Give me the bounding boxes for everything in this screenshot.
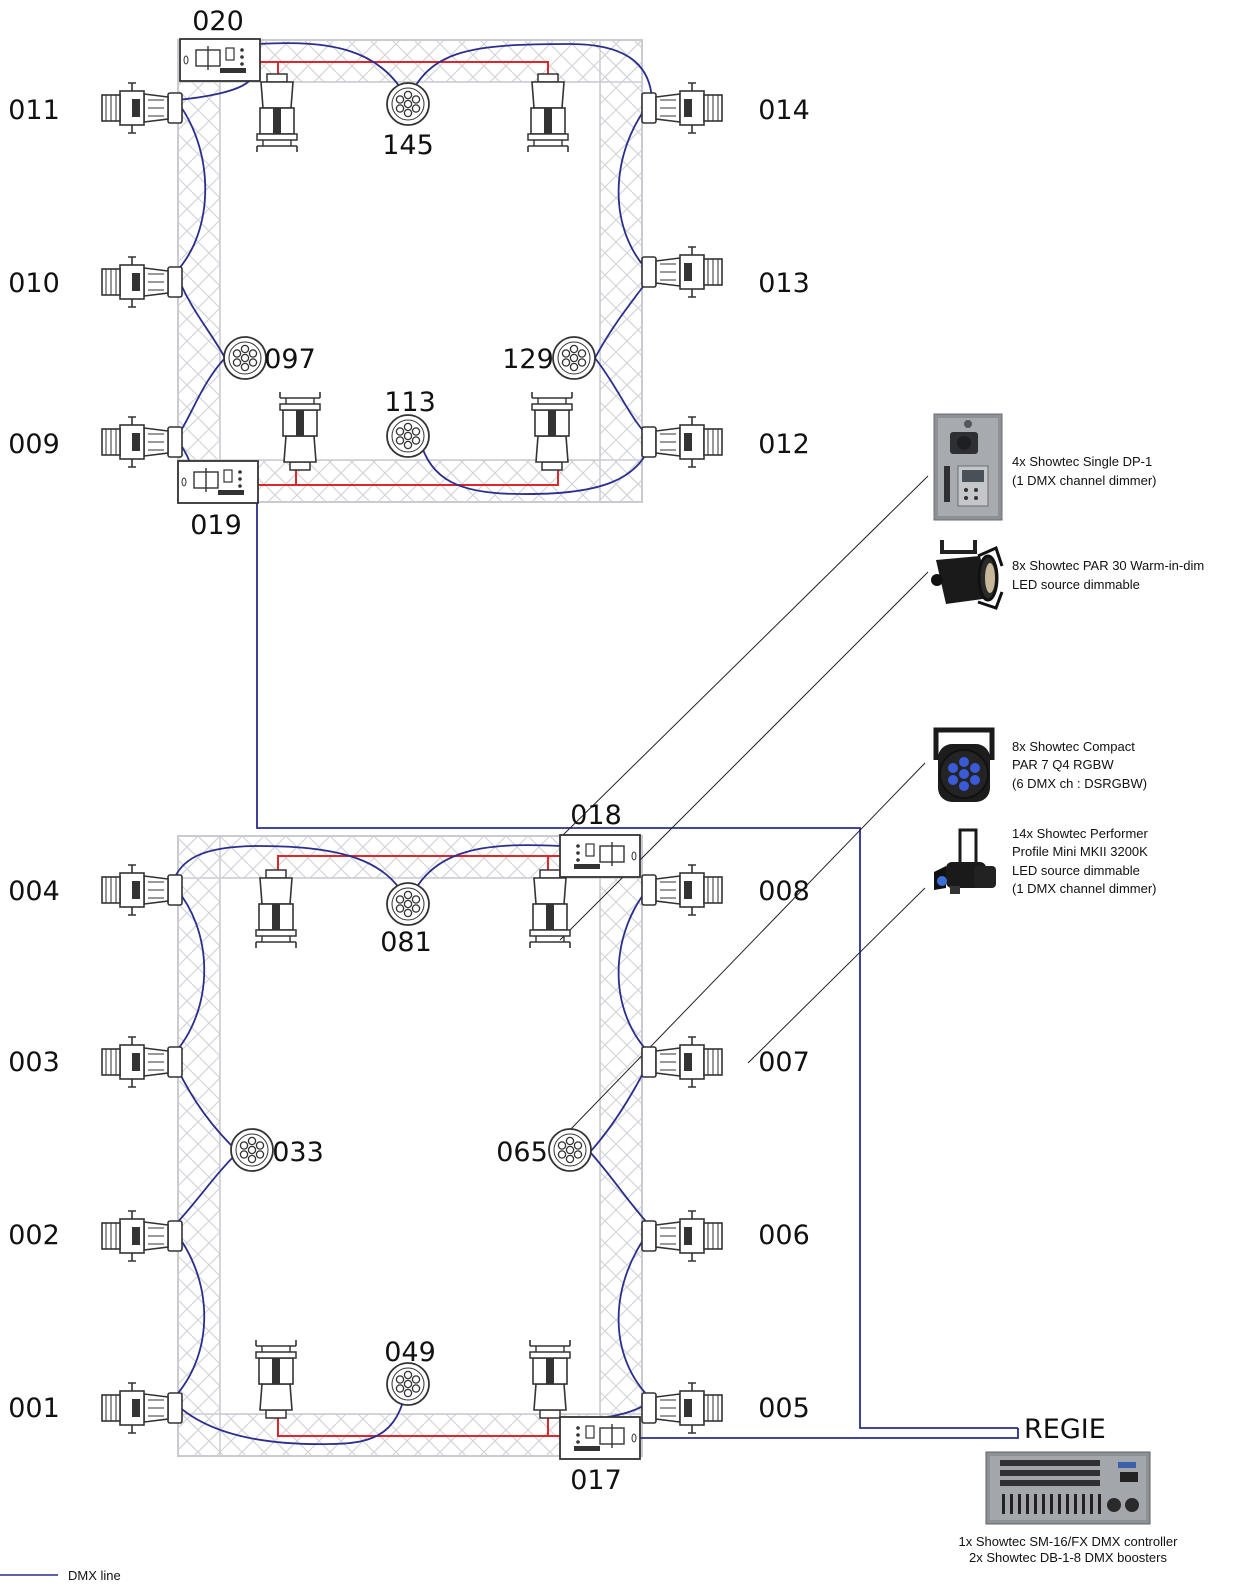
- fixture-009: [101, 416, 183, 468]
- legend-dimmer: 4x Showtec Single DP-1 (1 DMX channel di…: [1012, 454, 1157, 488]
- fixture-014: [641, 82, 723, 134]
- label-010: 010: [8, 268, 60, 299]
- par-bottom-upper-right: [529, 869, 571, 949]
- leader-lines: [559, 475, 929, 1133]
- label-009: 009: [8, 429, 60, 460]
- dimmer-017: [559, 1416, 641, 1460]
- ledpar-145: [386, 82, 430, 126]
- legend-par30: 8x Showtec PAR 30 Warm-in-dim LED source…: [1012, 558, 1204, 592]
- dimmer-020: [179, 38, 261, 82]
- fixture-003: [101, 1036, 183, 1088]
- legend-par30-line1: 8x Showtec PAR 30 Warm-in-dim: [1012, 558, 1204, 573]
- fixture-010: [101, 256, 183, 308]
- dmx-line-legend: DMX line: [0, 1568, 121, 1583]
- led-par-icon: [933, 727, 995, 802]
- label-097: 097: [264, 344, 316, 375]
- label-005: 005: [758, 1393, 810, 1424]
- label-129: 129: [502, 344, 554, 375]
- dmx-lines: [171, 42, 1019, 1446]
- legend-compact-line2: PAR 7 Q4 RGBW: [1012, 757, 1114, 772]
- label-145: 145: [382, 130, 434, 161]
- legend-compact-par: 8x Showtec Compact PAR 7 Q4 RGBW (6 DMX …: [1012, 739, 1147, 791]
- ledpar-113: [386, 414, 430, 458]
- ledpar-065: [548, 1128, 592, 1172]
- legend-controller-line1: 1x Showtec SM-16/FX DMX controller: [959, 1534, 1179, 1549]
- label-002: 002: [8, 1220, 60, 1251]
- fixture-012: [641, 416, 723, 468]
- par-top-left: [256, 73, 298, 153]
- par-top-right: [527, 73, 569, 153]
- label-007: 007: [758, 1047, 810, 1078]
- fixture-007: [641, 1036, 723, 1088]
- legend-profile-line2: Profile Mini MKII 3200K: [1012, 844, 1148, 859]
- dmx-line-legend-label: DMX line: [68, 1568, 121, 1583]
- label-006: 006: [758, 1220, 810, 1251]
- label-113: 113: [384, 387, 436, 418]
- fixture-011: [101, 82, 183, 134]
- fixture-002: [101, 1210, 183, 1262]
- par-bottom-lower-right: [529, 1339, 571, 1419]
- label-065: 065: [496, 1137, 548, 1168]
- fixture-006: [641, 1210, 723, 1262]
- legend-dimmer-line2: (1 DMX channel dimmer): [1012, 473, 1157, 488]
- profile-spot-icon: [934, 828, 996, 894]
- label-004: 004: [8, 876, 60, 907]
- legend-compact-line1: 8x Showtec Compact: [1012, 739, 1135, 754]
- dimmer-pack-icon: [933, 413, 1003, 521]
- ledpar-097: [223, 336, 267, 380]
- truss-top: [177, 39, 643, 503]
- ledpar-081: [386, 882, 430, 926]
- legend-controller-line2: 2x Showtec DB-1-8 DMX boosters: [969, 1550, 1167, 1565]
- dimmer-019: [177, 460, 259, 504]
- label-049: 049: [384, 1337, 436, 1368]
- par30-icon: [931, 540, 1004, 610]
- dimmer-018: [559, 834, 641, 878]
- legend-profile-line4: (1 DMX channel dimmer): [1012, 881, 1157, 896]
- legend-profile-line1: 14x Showtec Performer: [1012, 826, 1149, 841]
- fixture-005: [641, 1382, 723, 1434]
- truss-bottom: [177, 835, 643, 1457]
- dmx-controller-icon: [985, 1451, 1151, 1525]
- fixture-008: [641, 864, 723, 916]
- label-001: 001: [8, 1393, 60, 1424]
- legend-par30-line2: LED source dimmable: [1012, 577, 1140, 592]
- ledpar-033: [230, 1128, 274, 1172]
- regie-label: REGIE: [1024, 1414, 1106, 1445]
- label-017: 017: [570, 1465, 622, 1496]
- legend-dimmer-line1: 4x Showtec Single DP-1: [1012, 454, 1152, 469]
- par-bottom-lower-left: [255, 1339, 297, 1419]
- label-033: 033: [272, 1137, 324, 1168]
- legend-compact-line3: (6 DMX ch : DSRGBW): [1012, 776, 1147, 791]
- address-labels: 020 011 014 145 010 013 097 129 113 009 …: [8, 6, 810, 1496]
- legend-profile: 14x Showtec Performer Profile Mini MKII …: [1012, 826, 1157, 896]
- label-003: 003: [8, 1047, 60, 1078]
- label-012: 012: [758, 429, 810, 460]
- par-top-lower-left: [279, 391, 321, 471]
- label-008: 008: [758, 876, 810, 907]
- label-081: 081: [380, 927, 432, 958]
- label-019: 019: [190, 510, 242, 541]
- fixture-001: [101, 1382, 183, 1434]
- label-018: 018: [570, 800, 622, 831]
- fixture-013: [641, 246, 723, 298]
- legend-controller: 1x Showtec SM-16/FX DMX controller 2x Sh…: [959, 1534, 1179, 1565]
- par-top-lower-right: [531, 391, 573, 471]
- label-013: 013: [758, 268, 810, 299]
- label-014: 014: [758, 95, 810, 126]
- legend-profile-line3: LED source dimmable: [1012, 863, 1140, 878]
- label-020: 020: [192, 6, 244, 37]
- ledpar-049: [386, 1362, 430, 1406]
- par-bottom-upper-left: [255, 869, 297, 949]
- ledpar-129: [552, 336, 596, 380]
- label-011: 011: [8, 95, 60, 126]
- fixture-004: [101, 864, 183, 916]
